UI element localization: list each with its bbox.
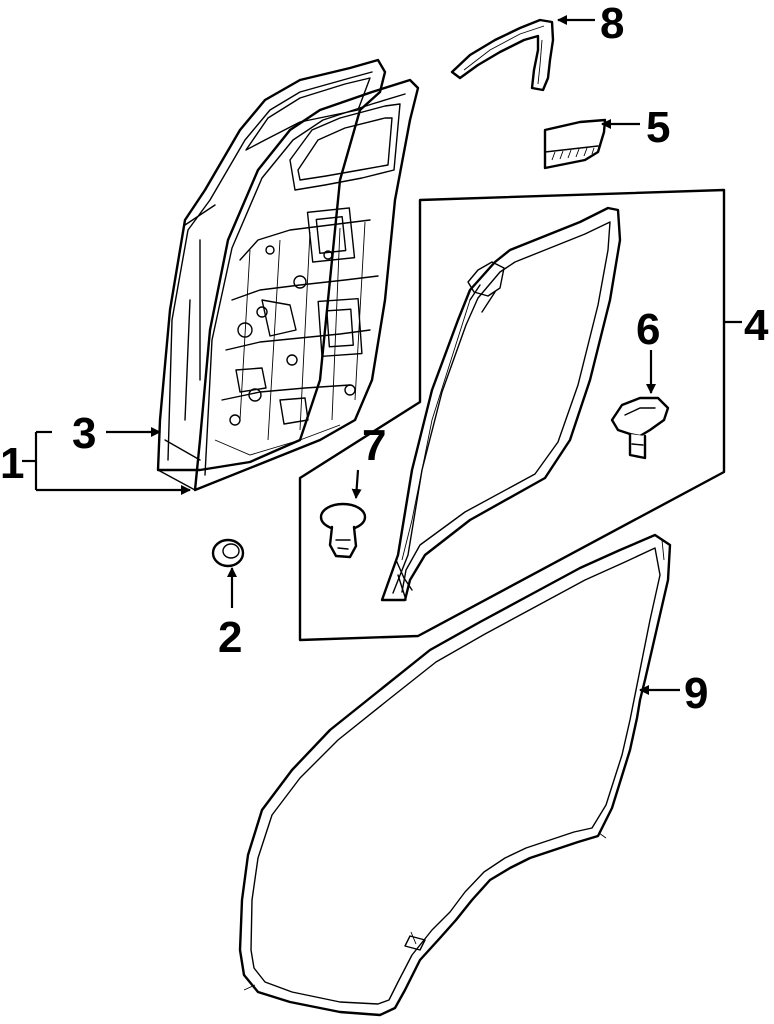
callout-8: 8 xyxy=(600,0,624,48)
callout-labels: 1 3 2 7 6 4 5 8 9 xyxy=(0,0,769,718)
callout-6: 6 xyxy=(636,305,660,354)
body-weatherstrip-part-9 xyxy=(238,533,672,1017)
callout-2: 2 xyxy=(218,613,242,662)
door-opening-seal-part xyxy=(380,206,622,602)
leader-lines xyxy=(22,15,742,695)
upper-weatherstrip-part xyxy=(450,18,555,92)
plug-part xyxy=(211,538,245,568)
clip-part-6 xyxy=(610,396,670,460)
seal-piece-part xyxy=(543,118,607,170)
callout-5: 5 xyxy=(646,103,670,152)
door-shell-part xyxy=(156,58,420,492)
part-4-group-bracket xyxy=(298,188,726,642)
callout-1: 1 xyxy=(0,439,24,488)
callout-3: 3 xyxy=(72,409,96,458)
callout-4: 4 xyxy=(744,301,769,350)
callout-7: 7 xyxy=(362,421,386,470)
push-pin-part-7 xyxy=(319,502,367,559)
callout-9: 9 xyxy=(684,669,708,718)
